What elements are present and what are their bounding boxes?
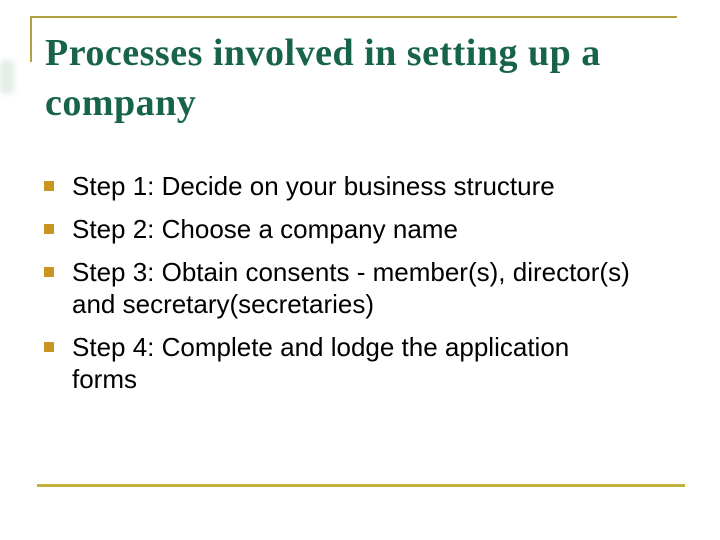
bullet-text-line: Step 4: Complete and lodge the applicati…: [72, 332, 570, 362]
slide-title-line2: company: [45, 82, 197, 124]
top-rule-line: [30, 16, 677, 18]
bullet-text-line: Step 1: Decide on your business structur…: [72, 171, 555, 201]
list-item: Step 3: Obtain consents - member(s), dir…: [44, 256, 660, 320]
bullet-text-line: and secretary(secretaries): [72, 289, 374, 319]
bullet-text-line: forms: [72, 364, 137, 394]
bullet-square-icon: [44, 181, 54, 191]
list-item: Step 2: Choose a company name: [44, 213, 660, 245]
corner-accent-line: [30, 16, 32, 62]
left-edge-accent: [0, 60, 14, 94]
bullet-square-icon: [44, 342, 54, 352]
bottom-rule-line: [37, 484, 685, 487]
bullet-square-icon: [44, 267, 54, 277]
list-item: Step 1: Decide on your business structur…: [44, 170, 660, 202]
slide-title: Processes involved in setting up a compa…: [45, 28, 665, 128]
bullet-square-icon: [44, 224, 54, 234]
bullet-list: Step 1: Decide on your business structur…: [44, 170, 660, 406]
bullet-text-line: Step 2: Choose a company name: [72, 214, 458, 244]
slide-title-line1: Processes involved in setting up a: [45, 32, 601, 74]
bullet-text-line: Step 3: Obtain consents - member(s), dir…: [72, 257, 630, 287]
list-item: Step 4: Complete and lodge the applicati…: [44, 331, 660, 395]
